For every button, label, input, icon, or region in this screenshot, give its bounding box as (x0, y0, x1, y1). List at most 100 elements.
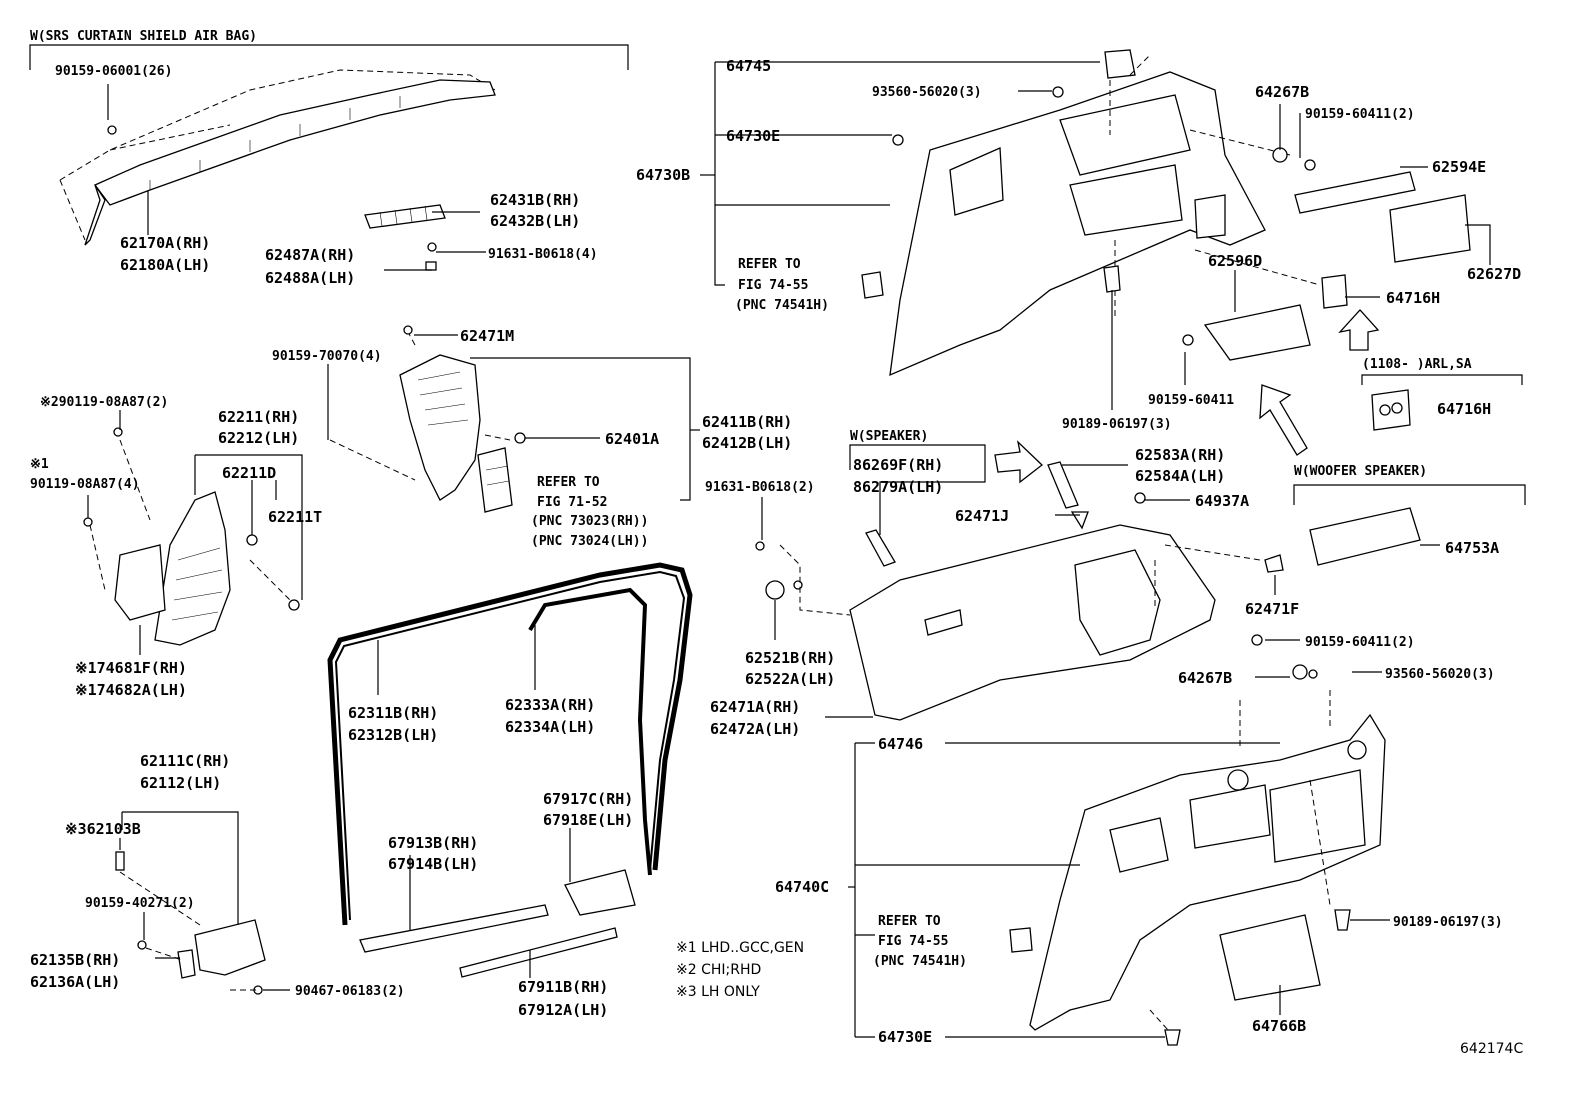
label-64267B-bot: 64267B (1178, 669, 1232, 687)
header-date-range: (1108- )ARL,SA (1361, 357, 1523, 385)
refer-3-line-2: FIG 74-55 (878, 934, 948, 949)
refer-3-line-3: (PNC 74541H) (873, 954, 967, 969)
arrows-drawing (994, 309, 1411, 484)
label-64267B-top: 64267B (1255, 83, 1309, 101)
refer-block-3: REFER TO FIG 74-55 (PNC 74541H) (873, 914, 967, 969)
label-86269F: 86269F(RH) (853, 456, 943, 474)
label-67911B: 67911B(RH) (518, 978, 608, 996)
label-note-mark-1: ※1 (30, 457, 49, 472)
label-62584A: 62584A(LH) (1135, 467, 1225, 485)
label-67914B: 67914B(LH) (388, 855, 478, 873)
label-93560-56020-bot: 93560-56020(3) (1385, 667, 1495, 682)
header-srs-airbag: W(SRS CURTAIN SHIELD AIR BAG) (29, 29, 629, 70)
label-62111C: 62111C(RH) (140, 752, 230, 770)
label-90159-40271: 90159-40271(2) (85, 896, 195, 911)
label-90119-08A87-2: ※290119-08A87(2) (40, 395, 168, 410)
header-speaker: W(SPEAKER) (849, 429, 986, 470)
label-62471M: 62471M (460, 327, 514, 345)
refer-1-line-3: (PNC 74541H) (735, 298, 829, 313)
label-67912A: 67912A(LH) (518, 1001, 608, 1019)
curtain-airbag-drawing (59, 69, 496, 246)
label-91631-B0618-2: 91631-B0618(2) (705, 480, 815, 495)
back-panel-trim-drawing (755, 461, 1284, 721)
label-90159-06001: 90159-06001(26) (55, 64, 172, 79)
label-91631-B0618-4: 91631-B0618(4) (488, 247, 598, 262)
label-64937A: 64937A (1195, 492, 1249, 510)
label-62136A: 62136A(LH) (30, 973, 120, 991)
label-62401A: 62401A (605, 430, 659, 448)
pillar-trim-62211-drawing (83, 427, 300, 646)
label-62211T: 62211T (268, 508, 322, 526)
label-90467-06183: 90467-06183(2) (295, 984, 405, 999)
label-62312B: 62312B(LH) (348, 726, 438, 744)
refer-block-1: REFER TO FIG 74-55 (PNC 74541H) (735, 257, 829, 313)
quarter-trim-upper-drawing (861, 49, 1471, 377)
label-62471J: 62471J (955, 507, 1009, 525)
label-64746: 64746 (878, 735, 923, 753)
header-speaker-text: W(SPEAKER) (850, 429, 928, 444)
label-64730B: 64730B (636, 166, 690, 184)
label-62583A: 62583A(RH) (1135, 446, 1225, 464)
label-62627D: 62627D (1467, 265, 1521, 283)
label-62311B: 62311B(RH) (348, 704, 438, 722)
footnote-3: ※3 LH ONLY (676, 984, 760, 1000)
header-woofer-text: W(WOOFER SPEAKER) (1294, 464, 1427, 479)
footnotes: ※1 LHD..GCC,GEN ※2 CHI;RHD ※3 LH ONLY (676, 940, 804, 1000)
header-srs-airbag-text: W(SRS CURTAIN SHIELD AIR BAG) (30, 29, 257, 44)
label-62103B: ※362103B (65, 820, 141, 838)
refer-2-line-1: REFER TO (537, 475, 600, 490)
label-62411B: 62411B(RH) (702, 413, 792, 431)
label-90159-60411-2-bot: 90159-60411(2) (1305, 635, 1415, 650)
label-90159-60411-2-top: 90159-60411(2) (1305, 107, 1415, 122)
label-64730E-top: 64730E (726, 127, 780, 145)
label-62488A: 62488A(LH) (265, 269, 355, 287)
refer-2-line-2: FIG 71-52 (537, 495, 607, 510)
label-62212: 62212(LH) (218, 429, 299, 447)
label-62333A: 62333A(RH) (505, 696, 595, 714)
label-62431B: 62431B(RH) (490, 191, 580, 209)
label-62487A: 62487A(RH) (265, 246, 355, 264)
label-90119-08A87-4: 90119-08A87(4) (30, 477, 140, 492)
refer-2-line-4: (PNC 73024(LH)) (531, 534, 648, 549)
label-74681F: ※174681F(RH) (75, 659, 187, 677)
label-90189-06197-top: 90189-06197(3) (1062, 417, 1172, 432)
label-62211D: 62211D (222, 464, 276, 482)
label-74682A: ※174682A(LH) (75, 681, 187, 699)
label-64745: 64745 (726, 57, 771, 75)
label-62432B: 62432B(LH) (490, 212, 580, 230)
label-67913B: 67913B(RH) (388, 834, 478, 852)
label-64716H-top: 64716H (1386, 289, 1440, 307)
label-93560-56020-top: 93560-56020(3) (872, 85, 982, 100)
weatherstrip-drawing (327, 562, 693, 978)
bracket-62431B-drawing (364, 204, 446, 271)
label-62112: 62112(LH) (140, 774, 221, 792)
scuff-62111C-drawing (115, 851, 266, 995)
label-90159-60411: 90159-60411 (1148, 393, 1234, 408)
refer-2-line-3: (PNC 73023(RH)) (531, 514, 648, 529)
label-62472A: 62472A(LH) (710, 720, 800, 738)
pillar-trim-62411B-drawing (329, 325, 526, 513)
label-67918E: 67918E(LH) (543, 811, 633, 829)
refer-1-line-2: FIG 74-55 (738, 278, 808, 293)
label-62334A: 62334A(LH) (505, 718, 595, 736)
label-62596D: 62596D (1208, 252, 1262, 270)
woofer-cover-drawing (1309, 507, 1421, 566)
label-62471F: 62471F (1245, 600, 1299, 618)
quarter-trim-lower-drawing (1009, 634, 1386, 1046)
label-64740C: 64740C (775, 878, 829, 896)
refer-1-line-1: REFER TO (738, 257, 801, 272)
part-labels: 90159-06001(26) 62170A(RH) 62180A(LH) 62… (30, 57, 1521, 1046)
label-62180A: 62180A(LH) (120, 256, 210, 274)
label-64766B: 64766B (1252, 1017, 1306, 1035)
label-62170A: 62170A(RH) (120, 234, 210, 252)
footnote-1: ※1 LHD..GCC,GEN (676, 940, 804, 956)
label-62522A: 62522A(LH) (745, 670, 835, 688)
label-64753A: 64753A (1445, 539, 1499, 557)
label-67917C: 67917C(RH) (543, 790, 633, 808)
label-90189-06197-bot: 90189-06197(3) (1393, 915, 1503, 930)
label-62471A: 62471A(RH) (710, 698, 800, 716)
label-62135B: 62135B(RH) (30, 951, 120, 969)
header-date-range-text: (1108- )ARL,SA (1362, 357, 1472, 372)
label-62594E: 62594E (1432, 158, 1486, 176)
